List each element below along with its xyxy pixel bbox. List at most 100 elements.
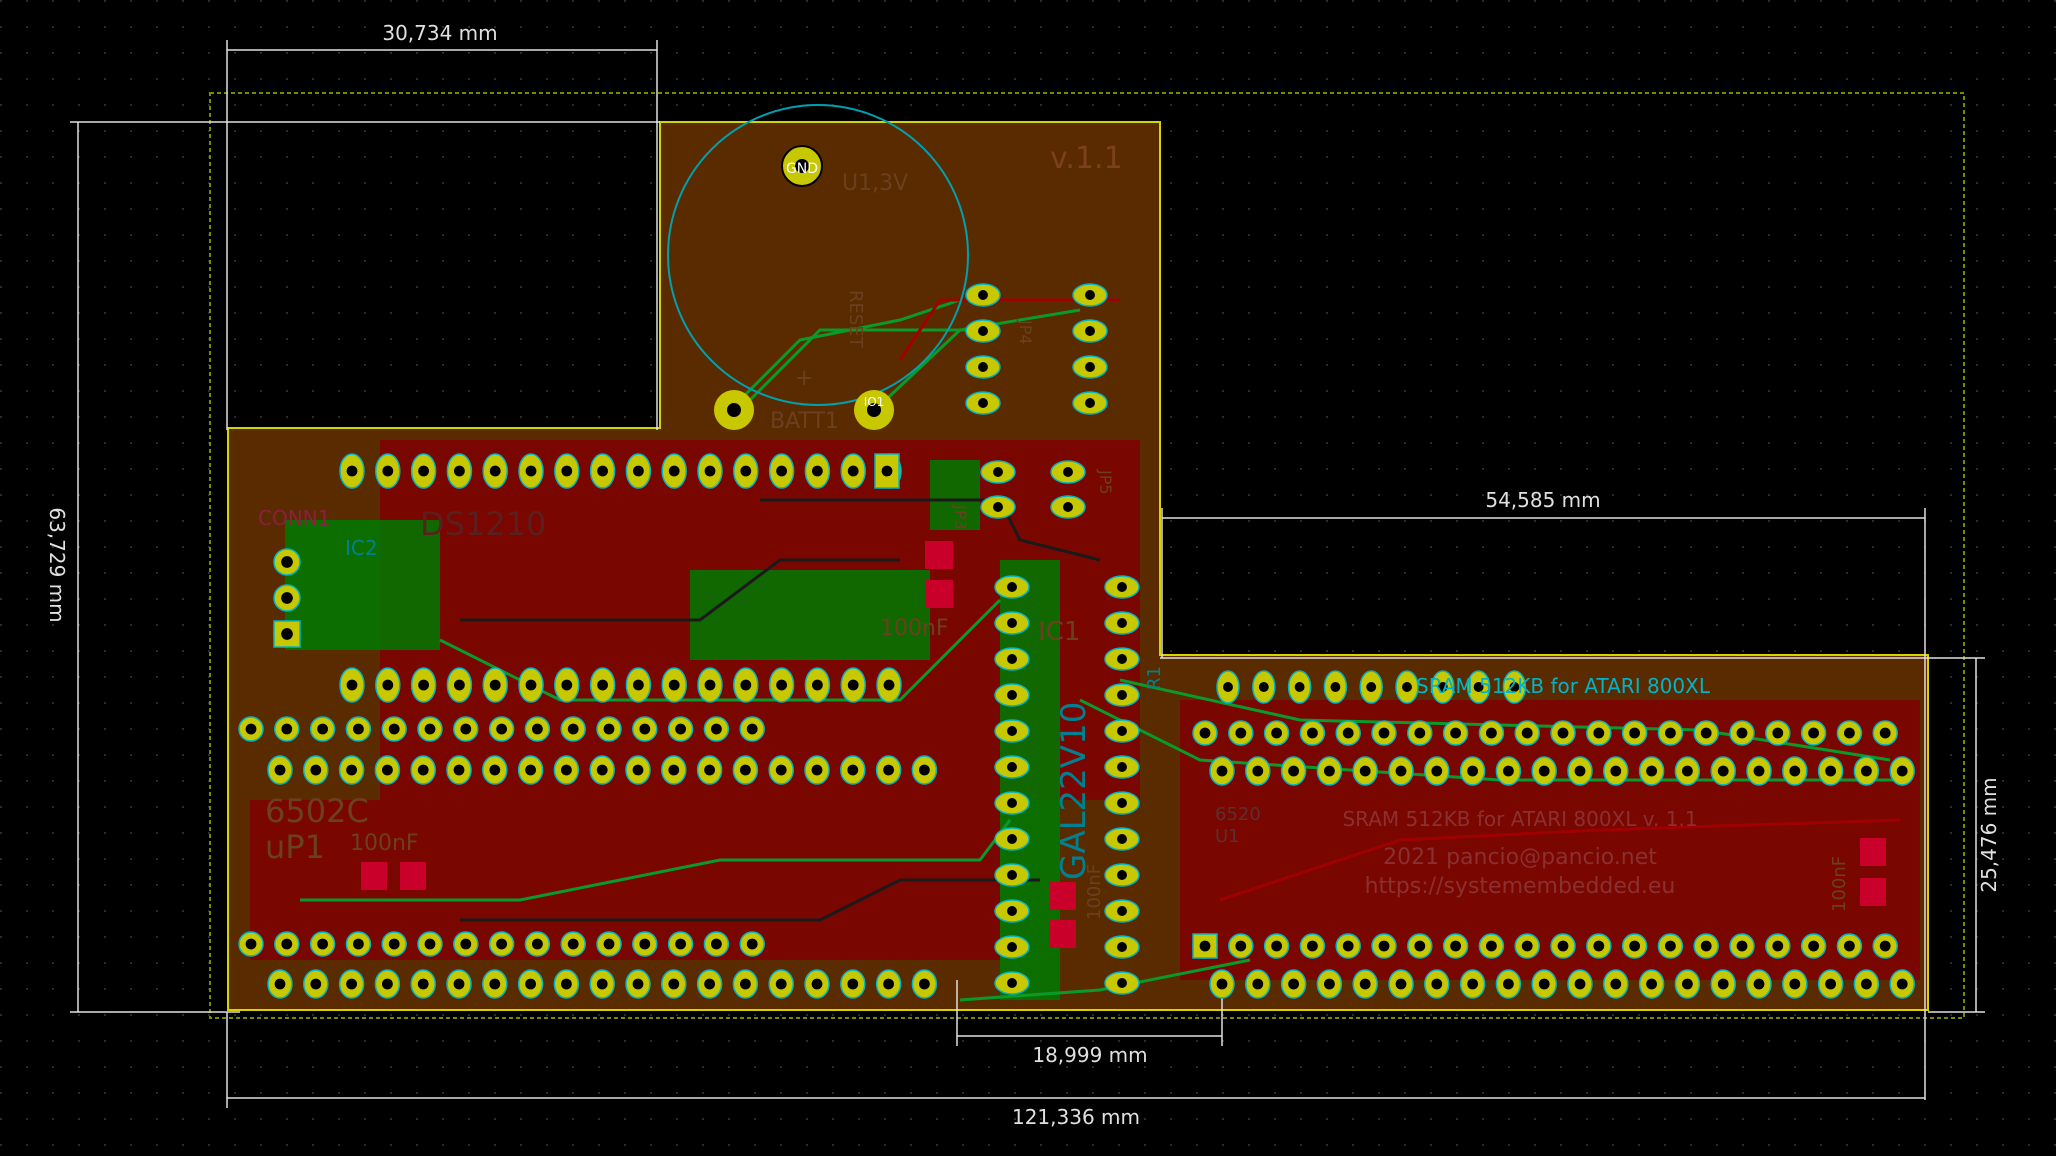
up1-pad xyxy=(338,969,365,999)
copper-pour-back xyxy=(250,440,1920,980)
dim-bottom-gap: 18,999 mm xyxy=(1032,1043,1147,1067)
ic1-pad xyxy=(1104,755,1140,779)
jp5-pad xyxy=(1050,460,1086,484)
up1-pad xyxy=(703,931,730,957)
u1-pad xyxy=(1836,720,1863,746)
up1-pad xyxy=(560,716,586,742)
up1-pad xyxy=(632,716,658,742)
up1-pad xyxy=(410,969,436,999)
u1-pad xyxy=(1586,933,1612,959)
batt-label: BATT1 xyxy=(770,409,839,434)
ic2-pad xyxy=(446,667,473,703)
u1-pad xyxy=(1245,969,1271,999)
u1-pad xyxy=(1388,756,1414,786)
up1-pad xyxy=(338,755,365,785)
ic2-label: IC2 xyxy=(345,536,378,560)
u1-pad xyxy=(1209,969,1235,999)
u1-pad xyxy=(1442,933,1469,959)
up1-pad xyxy=(482,755,508,785)
u1-pad xyxy=(1280,969,1307,999)
u1-pad xyxy=(1192,933,1218,959)
u1-pad xyxy=(1407,933,1433,959)
r1-pad xyxy=(1252,670,1276,704)
dimensions xyxy=(70,40,1985,1108)
up1-pad xyxy=(453,716,479,742)
u1-pad xyxy=(1335,933,1361,959)
up1-pad xyxy=(517,755,544,785)
ic1-pad xyxy=(994,827,1030,851)
smd-pads xyxy=(361,541,1886,948)
u1-pad xyxy=(1853,756,1880,786)
u1-pad xyxy=(1710,969,1736,999)
up1-pad xyxy=(560,931,586,957)
up1-pad xyxy=(596,931,622,957)
pad-groups xyxy=(238,283,1915,999)
u1-pad xyxy=(1621,720,1648,746)
ic1-pad xyxy=(994,611,1030,635)
large-pads xyxy=(714,145,894,430)
jp3-label: JP3 xyxy=(951,504,970,530)
ic1-pad xyxy=(1104,683,1140,707)
jp4-pad xyxy=(965,283,1001,307)
battery-outline xyxy=(668,105,968,405)
ic2-pad xyxy=(554,667,580,703)
u1-pad xyxy=(1495,969,1522,999)
ic1-pad xyxy=(994,935,1030,959)
r1-pad xyxy=(1466,670,1491,704)
up1-pad xyxy=(410,755,436,785)
copper-pour-front xyxy=(285,460,1060,1000)
r1-pad xyxy=(1216,670,1240,704)
u1-pad xyxy=(1352,756,1378,786)
r1-pad xyxy=(1395,670,1419,704)
ic1-pad xyxy=(994,647,1030,671)
ic1-pad xyxy=(1104,575,1140,599)
u1-pad xyxy=(1228,933,1254,959)
cap3-label: 100nF xyxy=(1084,864,1105,920)
up1-pad xyxy=(488,931,515,957)
u1-pad xyxy=(1638,969,1665,999)
up1-pad xyxy=(696,969,723,999)
u1-pad xyxy=(1424,756,1450,786)
u1-pad xyxy=(1407,720,1433,746)
board-title-copper: SRAM 512KB for ATARI 800XL v. 1.1 xyxy=(1342,807,1697,831)
u1-pad xyxy=(1567,969,1593,999)
u1-pad xyxy=(1478,720,1505,746)
io1-label: IO1 xyxy=(864,395,885,409)
up1-pad xyxy=(703,716,730,742)
up1-pad xyxy=(374,969,401,999)
u1-pad xyxy=(1514,933,1540,959)
dim-right-height: 25,476 mm xyxy=(1977,777,2001,892)
jp4-pad xyxy=(1072,391,1108,415)
u1-pad xyxy=(1263,933,1290,959)
ic2-pad xyxy=(625,667,652,703)
up1-pad xyxy=(524,716,551,742)
up1-pad xyxy=(345,716,372,742)
ic2-pad xyxy=(375,453,401,489)
conn1-pad xyxy=(273,584,301,612)
up1-pad xyxy=(596,716,622,742)
ic2-pad xyxy=(697,453,723,489)
cap4-label: 100nF xyxy=(1829,856,1850,912)
ic2-pad xyxy=(804,453,831,489)
up1-pad xyxy=(553,969,580,999)
ic2-pad xyxy=(661,453,687,489)
ic2-pad xyxy=(625,453,652,489)
u1-pad xyxy=(1817,969,1844,999)
ic2-pad xyxy=(375,667,401,703)
jp4-pad xyxy=(1072,355,1108,379)
dim-left-height: 63,729 mm xyxy=(45,507,69,622)
u1-part-label: 6520 xyxy=(1215,804,1261,825)
dimension-labels: 30,734 mm 54,585 mm 18,999 mm 121,336 mm… xyxy=(45,21,2001,1129)
u1-pad xyxy=(1638,756,1665,786)
u2-label: 6502C xyxy=(265,792,369,830)
ic1-pad xyxy=(994,719,1030,743)
u1-pad xyxy=(1657,720,1684,746)
author-label: 2021 pancio@pancio.net xyxy=(1383,845,1657,870)
up1-pad xyxy=(840,755,866,785)
up1-pad xyxy=(446,755,472,785)
ic2-pad xyxy=(339,453,365,489)
up1-pad xyxy=(840,969,866,999)
u1-pad xyxy=(1424,969,1450,999)
ic2-pad xyxy=(410,667,437,703)
u1-pad xyxy=(1316,756,1343,786)
